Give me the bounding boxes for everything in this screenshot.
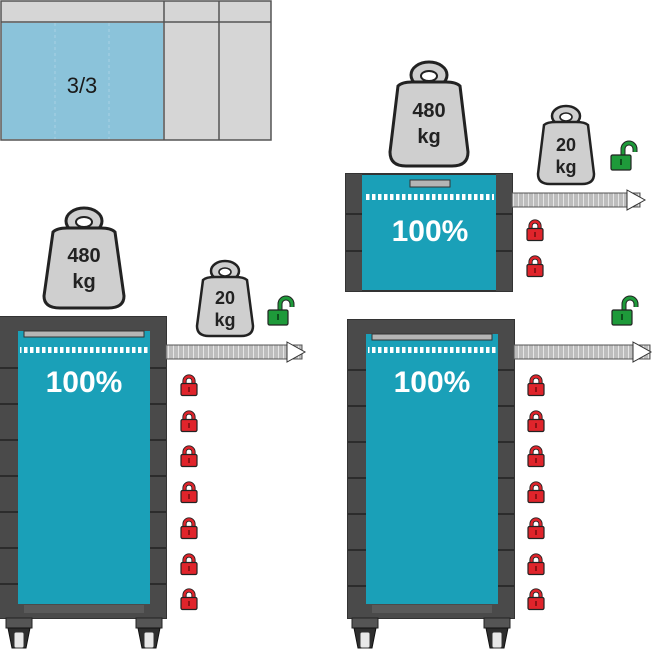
padlock-closed-icon <box>527 222 543 241</box>
padlock-closed-icon <box>181 591 197 610</box>
compartment-selected <box>2 23 163 139</box>
weight-unit: kg <box>417 126 440 148</box>
drawer-front <box>347 319 515 619</box>
weight-icon: 20 kg <box>536 104 596 186</box>
padlock-open-icon <box>611 143 635 170</box>
padlock-closed-icon <box>528 448 544 467</box>
padlock-closed-icon <box>528 484 544 503</box>
weight-value: 20 <box>556 135 576 155</box>
weight-icon: 480 kg <box>388 60 470 168</box>
padlock-closed-icon <box>528 377 544 396</box>
cabinet-bottom-left: 480 kg 100% <box>0 206 307 649</box>
extension-percent: 100% <box>392 215 469 248</box>
compartment-label: 3/3 <box>67 73 98 98</box>
padlock-closed-icon <box>528 591 544 610</box>
padlock-closed-icon <box>528 413 544 432</box>
weight-icon: 480 kg <box>42 206 126 310</box>
weight-unit: kg <box>555 157 576 177</box>
extension-percent: 100% <box>394 366 471 399</box>
caster-wheel-icon <box>135 617 163 649</box>
padlock-closed-icon <box>528 520 544 539</box>
cabinet-bottom-right: 100% <box>347 298 653 649</box>
padlock-closed-icon <box>181 377 197 396</box>
padlock-closed-icon <box>181 484 197 503</box>
drawer-slide-arrow-icon <box>511 189 647 211</box>
padlock-closed-icon <box>528 556 544 575</box>
padlock-closed-icon <box>181 413 197 432</box>
padlock-open-icon <box>268 298 292 325</box>
drawer-slide-arrow-icon <box>513 341 653 363</box>
caster-wheel-icon <box>5 617 33 649</box>
compartment-diagram: 3/3 <box>0 0 272 141</box>
padlock-closed-icon <box>181 448 197 467</box>
cabinet-top-right: 480 kg 100% 20 kg <box>345 60 647 292</box>
weight-icon: 20 kg <box>195 259 255 338</box>
weight-unit: kg <box>214 310 235 330</box>
caster-wheel-icon <box>351 617 379 649</box>
weight-value: 480 <box>412 100 445 122</box>
weight-unit: kg <box>72 271 95 293</box>
drawer-front <box>0 316 167 619</box>
drawer-slide-arrow-icon <box>165 341 307 363</box>
padlock-closed-icon <box>181 556 197 575</box>
padlock-closed-icon <box>527 258 543 277</box>
weight-value: 480 <box>67 245 100 267</box>
extension-percent: 100% <box>46 366 123 399</box>
padlock-open-icon <box>612 298 636 325</box>
padlock-closed-icon <box>181 520 197 539</box>
caster-wheel-icon <box>483 617 511 649</box>
weight-value: 20 <box>215 288 235 308</box>
